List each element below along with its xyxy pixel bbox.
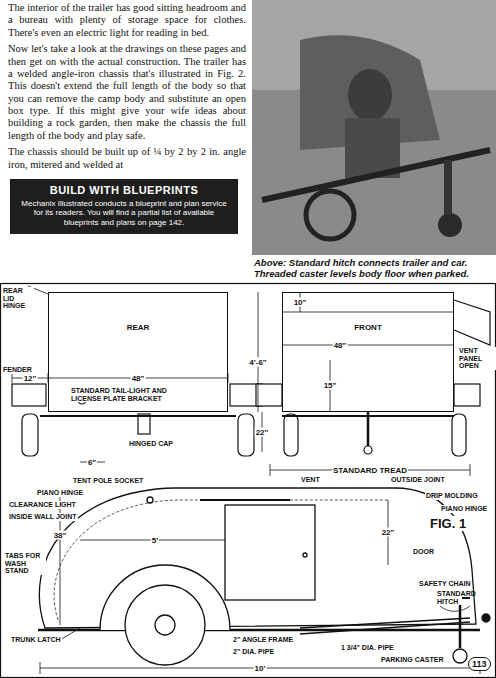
photo-stroke: [438, 213, 462, 237]
front-view-stroke: [454, 384, 480, 406]
dimension: 5': [151, 536, 159, 545]
side-view-stroke: [300, 622, 470, 634]
part-label: SAFETY CHAIN: [418, 580, 472, 588]
part-label: PIANO HINGE: [440, 505, 488, 513]
front-view-stroke: [284, 414, 298, 456]
part-label: STANDARD TAIL-LIGHT AND LICENSE PLATE BR…: [70, 387, 182, 402]
part-label: TENT POLE SOCKET: [72, 477, 144, 485]
front-view-stroke: [470, 464, 471, 476]
side-view-stroke: [459, 598, 462, 648]
side-view-stroke: [300, 618, 470, 628]
part-label: 2" DIA. PIPE: [232, 648, 275, 656]
node-body: Mechanix Illustrated conducts a blueprin…: [18, 199, 230, 228]
side-view-stroke: [440, 606, 470, 611]
dimension: 10": [293, 298, 308, 307]
dimension: 48": [333, 341, 348, 350]
body-text: The interior of the trailer has good sit…: [8, 2, 246, 39]
part-label: HINGED CAP: [128, 440, 174, 448]
photo-caption: Above: Standard hitch connects trailer a…: [254, 258, 494, 280]
part-label: TABS FOR WASH STAND: [4, 552, 46, 575]
side-view-stroke: [147, 497, 153, 503]
part-label: REAR LID HINGE: [2, 287, 34, 310]
side-view-stroke: [482, 614, 490, 622]
part-label: VENT: [300, 476, 321, 484]
body-text: Now let's take a look at the drawings on…: [8, 43, 246, 142]
body-text: The chassis should be built up of ¼ by 2…: [8, 146, 246, 171]
dimension: 12": [23, 374, 38, 383]
front-view-stroke: [367, 412, 370, 446]
node-heading: FRONT: [283, 323, 453, 332]
photo-stroke: [262, 150, 490, 200]
photo-stroke: [444, 160, 452, 215]
part-label: INSIDE WALL JOINT: [8, 513, 78, 521]
part-label: 1 3/4" DIA. PIPE: [340, 644, 395, 652]
front-view-stroke: [282, 345, 454, 346]
side-view-stroke: [125, 585, 205, 665]
dimension: 15": [323, 381, 338, 390]
side-view-stroke: [60, 628, 80, 640]
dimension: 6": [87, 458, 97, 467]
rear-view: [12, 286, 262, 462]
part-label: PARKING CASTER: [380, 656, 444, 664]
part-label: STANDARD HITCH: [436, 590, 462, 605]
side-view: [38, 488, 490, 674]
figure-number: FIG. 1: [428, 516, 468, 531]
dimension: 4'-6": [248, 358, 267, 367]
photo-stroke: [348, 69, 392, 121]
part-label: 2" ANGLE FRAME: [232, 636, 294, 644]
photo: [252, 0, 496, 255]
part-label: DRIP MOLDING: [425, 492, 479, 500]
rear-view-stroke: [22, 414, 38, 456]
side-view-stroke: [453, 649, 467, 663]
front-view-stroke: [282, 312, 454, 313]
front-view: [256, 292, 490, 476]
part-label: PIANO HINGE: [36, 489, 84, 497]
rear-view-stroke: [138, 414, 150, 434]
node-heading: BUILD WITH BLUEPRINTS: [18, 184, 230, 196]
dimension: 10': [254, 664, 267, 673]
dimension: STANDARD TREAD: [332, 466, 408, 475]
dimension: 22": [255, 428, 270, 437]
page-number: 113: [468, 657, 491, 671]
front-view-stroke: [454, 300, 490, 345]
side-view-stroke: [155, 615, 175, 635]
part-label: CLEARANCE LIGHT: [8, 501, 77, 509]
part-label: DOOR: [412, 548, 435, 556]
front-view-stroke: [452, 414, 466, 456]
side-view-stroke: [40, 662, 41, 674]
part-label: TRUNK LATCH: [10, 636, 62, 644]
front-view-stroke: [256, 384, 282, 406]
side-view-stroke: [225, 505, 315, 600]
drawing-frame-stroke: [1, 284, 496, 678]
front-view-stroke: [270, 464, 271, 476]
dimension: 22": [381, 528, 396, 537]
front-view-body: FRONT: [282, 292, 454, 412]
dimension: 48": [131, 374, 146, 383]
photo-stroke: [252, 0, 496, 255]
node-heading: REAR: [49, 323, 227, 332]
part-label: OUTSIDE JOINT: [390, 476, 446, 484]
rear-view-stroke: [12, 373, 13, 383]
rear-view-stroke: [12, 378, 228, 379]
rear-view-stroke: [238, 414, 254, 456]
drawing-frame: [1, 284, 496, 678]
photo-stroke: [306, 191, 354, 239]
front-view-stroke: [364, 446, 372, 454]
front-view-stroke: [258, 292, 259, 412]
dimension: 38": [53, 531, 68, 540]
side-view-stroke: [303, 553, 307, 557]
part-label: VENT PANEL OPEN: [458, 347, 496, 370]
blueprint-box: BUILD WITH BLUEPRINTS Mechanix Illustrate…: [10, 179, 238, 234]
rear-view-stroke: [12, 384, 46, 406]
side-view-stroke: [200, 499, 290, 501]
rear-view-body: REAR: [48, 292, 228, 412]
